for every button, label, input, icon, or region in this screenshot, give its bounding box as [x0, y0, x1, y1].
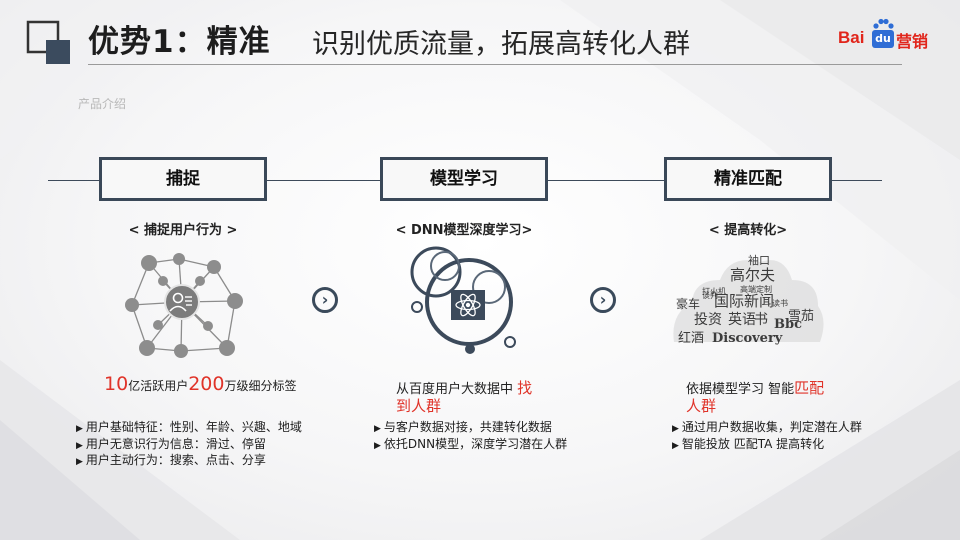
arrow-right-icon: ›	[312, 287, 338, 313]
list-item: ▶用户无意识行为信息：滑过、停留	[76, 437, 302, 454]
cloud-word-wine: 红酒	[678, 330, 704, 346]
cloud-word-invest: 投资	[694, 312, 722, 328]
cloud-word-bbc: Bbc	[774, 317, 802, 332]
page-subtitle: 识别优质流量，拓展高转化人群	[312, 29, 690, 60]
cloud-word-golf: 高尔夫	[730, 266, 775, 284]
dnn-model-icon	[410, 246, 516, 354]
match-caption-highlight: 匹配人群	[686, 379, 825, 415]
step-capture-desc: < 捕捉用户行为 >	[128, 223, 238, 238]
cloud-word-news: 国际新闻	[714, 292, 774, 310]
step-model-caption: 从百度用户大数据中 找到人群	[396, 380, 546, 416]
header-divider	[88, 64, 902, 65]
active-users-number: 10	[104, 373, 129, 395]
baidu-marketing-logo: Bai du 营销	[838, 18, 940, 56]
step-model-desc: < DNN模型深度学习>	[395, 223, 533, 238]
brand-bai-text: Bai	[838, 28, 865, 47]
cloud-word-xiukou: 袖口	[748, 253, 770, 267]
list-item: ▶智能投放 匹配TA 提高转化	[672, 437, 862, 454]
cloud-word-reading: 读书	[772, 298, 788, 308]
step-match-caption: 依据模型学习 智能匹配人群	[686, 380, 836, 416]
list-item: ▶与客户数据对接，共建转化数据	[374, 420, 567, 437]
bullet-arrow-icon: ▶	[76, 424, 83, 434]
arrow-right-icon: ›	[590, 287, 616, 313]
bullet-arrow-icon: ▶	[374, 424, 381, 434]
tags-text: 万级细分标签	[224, 379, 297, 393]
section-label: 产品介绍	[78, 97, 127, 111]
interest-word-cloud: 袖口 高尔夫 打火机 国际新闻 豪车 谈判 高端定制 雪茄 投资 英语 书 Bb…	[673, 253, 824, 346]
tags-number: 200	[188, 373, 225, 395]
step-capture-caption: 10亿活跃用户200万级细分标签	[104, 373, 296, 395]
cloud-word-luxury-car: 豪车	[676, 296, 700, 311]
capture-bullet-list: ▶用户基础特征：性别、年龄、兴趣、地域 ▶用户无意识行为信息：滑过、停留 ▶用户…	[76, 420, 302, 470]
list-item: ▶依托DNN模型，深度学习潜在人群	[374, 437, 567, 454]
cloud-word-english: 英语	[728, 311, 756, 328]
step-capture-box: 捕捉	[99, 157, 267, 201]
step-match-box: 精准匹配	[664, 157, 832, 201]
bullet-arrow-icon: ▶	[76, 457, 83, 467]
baidu-paw-icon	[873, 18, 894, 29]
bullet-arrow-icon: ▶	[672, 424, 679, 434]
active-users-text: 亿活跃用户	[128, 379, 189, 393]
list-item: ▶用户主动行为：搜索、点击、分享	[76, 453, 302, 470]
bullet-arrow-icon: ▶	[76, 440, 83, 451]
brand-ying-text: 营销	[896, 32, 929, 51]
list-item: ▶用户基础特征：性别、年龄、兴趣、地域	[76, 420, 302, 437]
model-bullet-list: ▶与客户数据对接，共建转化数据 ▶依托DNN模型，深度学习潜在人群	[374, 420, 567, 453]
cloud-word-custom: 高端定制	[740, 284, 772, 294]
match-caption-text: 依据模型学习 智能	[686, 382, 795, 397]
model-caption-highlight: 找到人群	[396, 379, 533, 415]
step-model-box: 模型学习	[380, 157, 548, 201]
match-bullet-list: ▶通过用户数据收集，判定潜在人群 ▶智能投放 匹配TA 提高转化	[672, 420, 862, 453]
user-network-icon	[125, 253, 243, 358]
bullet-arrow-icon: ▶	[374, 440, 381, 451]
step-match-desc: < 提高转化>	[708, 223, 788, 238]
page-title: 优势1：精准	[88, 24, 271, 60]
cloud-word-book: 书	[754, 312, 768, 328]
cloud-word-discovery: Discovery	[712, 331, 783, 346]
model-caption-text: 从百度用户大数据中	[396, 382, 518, 397]
bullet-arrow-icon: ▶	[672, 440, 679, 451]
list-item: ▶通过用户数据收集，判定潜在人群	[672, 420, 862, 437]
header-logo-squares-icon	[26, 20, 70, 64]
cloud-word-negotiation: 谈判	[702, 290, 718, 300]
cloud-word-lighter: 打火机	[702, 286, 726, 296]
cloud-word-cigar: 雪茄	[788, 309, 814, 324]
brand-du-text: du	[872, 30, 894, 48]
